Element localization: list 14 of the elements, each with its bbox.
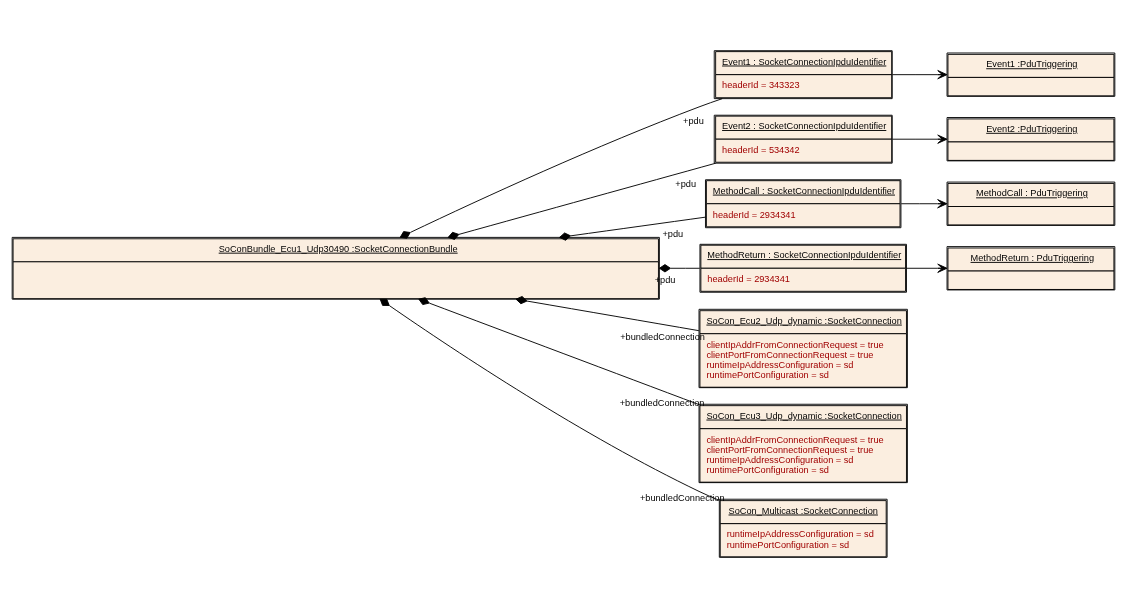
edge-label: +pdu [662,228,684,239]
connector [658,264,701,273]
edge-label: +pdu [675,178,697,189]
edge-label: +pdu [683,116,704,127]
connector [399,98,723,239]
arrow [900,199,948,209]
connector [447,162,717,240]
connector [515,296,700,332]
arrow [892,70,948,80]
arrow [906,263,948,273]
connector [379,298,720,501]
arrow [892,134,948,144]
connector [418,297,700,406]
connector [559,216,706,241]
